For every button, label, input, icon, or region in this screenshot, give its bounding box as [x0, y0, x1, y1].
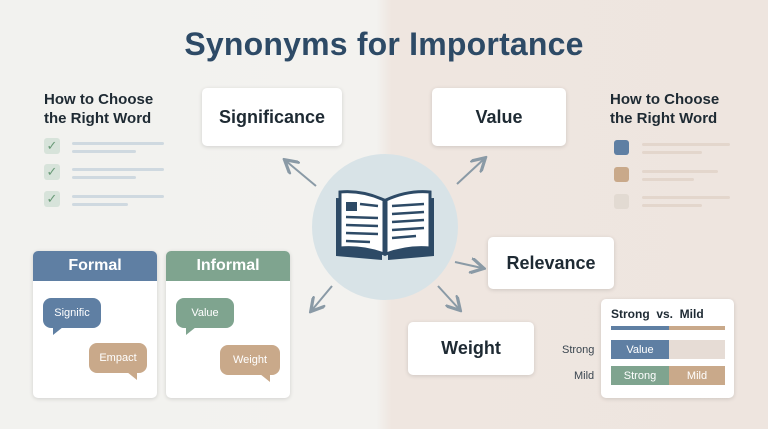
text-line [72, 176, 136, 179]
informal-panel: Informal Value Weight [166, 251, 290, 398]
checkmark-icon: ✓ [44, 164, 60, 180]
speech-bubble: Empact [89, 343, 147, 380]
central-hub [312, 154, 458, 300]
speech-bubble: Weight [220, 345, 280, 382]
text-line [642, 178, 694, 181]
left-guide-heading-line2: the Right Word [44, 110, 152, 127]
text-line [72, 142, 164, 145]
speech-bubble: Value [176, 298, 234, 335]
checklist-item: ✓ [44, 164, 60, 180]
text-line [72, 195, 164, 198]
synonym-card-significance: Significance [202, 88, 342, 146]
right-guide-heading-line2: the Right Word [610, 110, 718, 127]
speech-bubble: Signific [43, 298, 101, 335]
text-line [72, 150, 136, 153]
left-guide-heading-line1: How to Choose [44, 91, 154, 108]
text-line [72, 203, 128, 206]
color-swatch-blue [614, 140, 629, 155]
arrow-to-relevance [454, 262, 482, 268]
scale-underline-mild [669, 326, 725, 330]
checkmark-icon: ✓ [44, 191, 60, 207]
scale-label-strong: Strong [562, 344, 595, 356]
strength-scale-title: Strong vs. Mild [611, 307, 704, 321]
arrow-to-weight [437, 285, 459, 309]
right-guide-heading: How to Choose the Right Word [610, 90, 750, 128]
scale-label-mild: Mild [574, 370, 595, 382]
strength-scale-panel: Strong vs. Mild Value Strong Mild [601, 299, 734, 398]
text-line [642, 170, 718, 173]
bar-segment-value: Value [611, 340, 669, 359]
color-swatch-tan [614, 167, 629, 182]
checklist-item: ✓ [44, 138, 60, 154]
arrow-to-significance [286, 161, 317, 187]
scale-underline-strong [611, 326, 669, 330]
text-line [642, 204, 702, 207]
formal-panel: Formal Signific Empact [33, 251, 157, 398]
informal-panel-header: Informal [166, 251, 290, 281]
text-line [642, 196, 730, 199]
text-line [642, 151, 702, 154]
text-line [642, 143, 730, 146]
page-title: Synonyms for Importance [184, 26, 584, 62]
bar-segment-mild: Mild [669, 366, 725, 385]
synonym-card-value: Value [432, 88, 566, 146]
formal-panel-header: Formal [33, 251, 157, 281]
left-guide-heading: How to Choose the Right Word [44, 90, 184, 128]
color-swatch-light [614, 194, 629, 209]
right-guide-heading-line1: How to Choose [610, 91, 720, 108]
checkmark-icon: ✓ [44, 138, 60, 154]
bar-segment-empty [669, 340, 725, 359]
open-book-icon [336, 190, 434, 260]
checklist-item: ✓ [44, 191, 60, 207]
right-guide-legend [614, 140, 734, 212]
left-guide-checklist: ✓ ✓ ✓ [44, 138, 174, 218]
synonym-card-relevance: Relevance [488, 237, 614, 289]
arrow-to-panels [312, 285, 333, 310]
arrow-to-value [456, 159, 484, 185]
synonym-card-weight: Weight [408, 322, 534, 375]
bar-segment-strong: Strong [611, 366, 669, 385]
text-line [72, 168, 164, 171]
